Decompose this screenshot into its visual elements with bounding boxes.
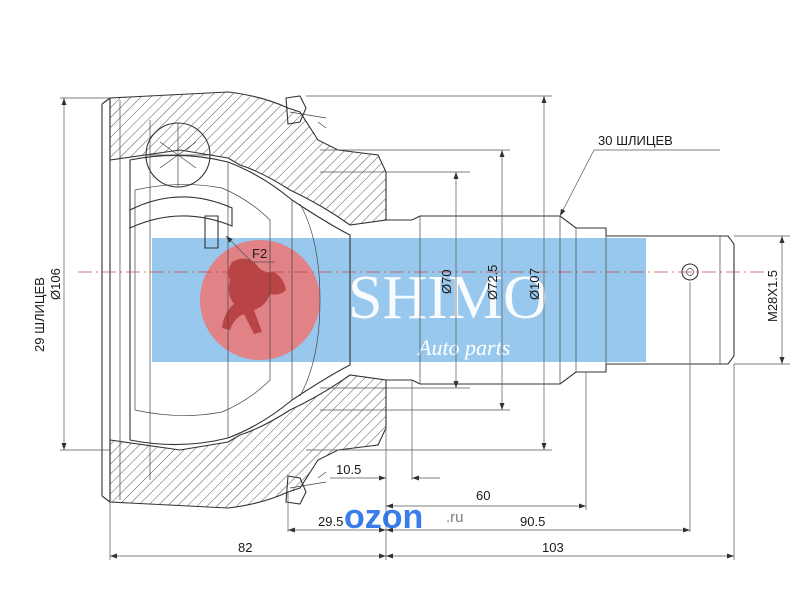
ozon-suffix: .ru [446, 509, 464, 526]
label-dia-107: Ø107 [527, 268, 542, 300]
ozon-name: ozon [344, 498, 423, 536]
f2-leader [225, 235, 253, 263]
label-dia-70: Ø70 [439, 269, 454, 294]
watermark-tagline: Auto parts [416, 335, 510, 360]
outer-housing [101, 91, 387, 509]
dim-90-5: 90.5 [520, 514, 545, 529]
ball-cage [129, 122, 233, 249]
label-dia-72-5: Ø72.5 [485, 265, 500, 300]
dim-29-5: 29.5 [318, 514, 343, 529]
label-f2: F2 [252, 246, 267, 261]
stub-shaft [386, 215, 735, 385]
label-splines-inner: 29 ШЛИЦЕВ [32, 277, 47, 352]
dim-10-5: 10.5 [336, 462, 361, 477]
length-dimensions [109, 282, 735, 560]
dim-103: 103 [542, 540, 564, 555]
dim-60: 60 [476, 488, 490, 503]
dim-82: 82 [238, 540, 252, 555]
label-splines-outer: 30 ШЛИЦЕВ [598, 133, 673, 148]
spline-leader [559, 149, 595, 217]
diameter-dimensions [60, 95, 790, 451]
label-thread: M28X1.5 [765, 270, 780, 322]
watermark-brand: SHIMO [348, 264, 548, 332]
label-dia-106: Ø106 [48, 268, 63, 300]
shimo-watermark: SHIMO Auto parts [152, 238, 646, 362]
ozon-watermark: ozon .ru [344, 498, 464, 536]
